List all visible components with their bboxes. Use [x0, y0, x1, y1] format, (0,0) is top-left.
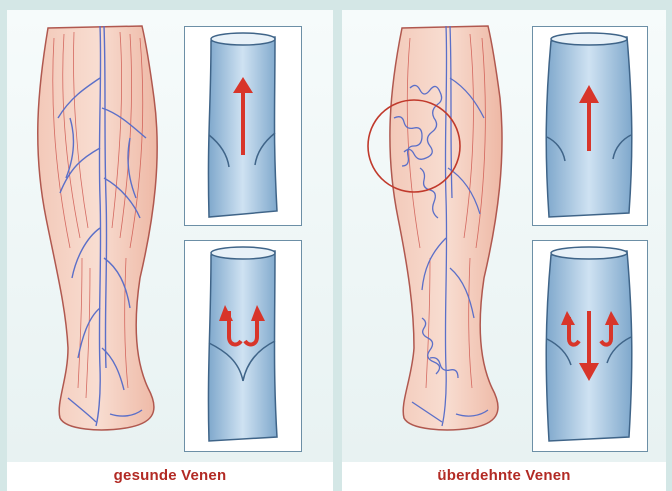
dilated-valve-leaking-frame — [532, 240, 648, 452]
dilated-valve-open-frame — [532, 26, 648, 226]
dilated-leg-illustration — [350, 18, 530, 458]
healthy-valve-open-illustration — [185, 27, 300, 224]
healthy-valve-open-frame — [184, 26, 302, 226]
healthy-valve-closed-frame — [184, 240, 302, 452]
healthy-veins-caption: gesunde Venen — [7, 467, 333, 484]
dilated-veins-caption: überdehnte Venen — [342, 467, 666, 484]
healthy-leg-illustration — [30, 18, 180, 458]
dilated-valve-leaking-illustration — [533, 241, 646, 450]
dilated-valve-open-illustration — [533, 27, 646, 224]
healthy-valve-closed-illustration — [185, 241, 300, 450]
